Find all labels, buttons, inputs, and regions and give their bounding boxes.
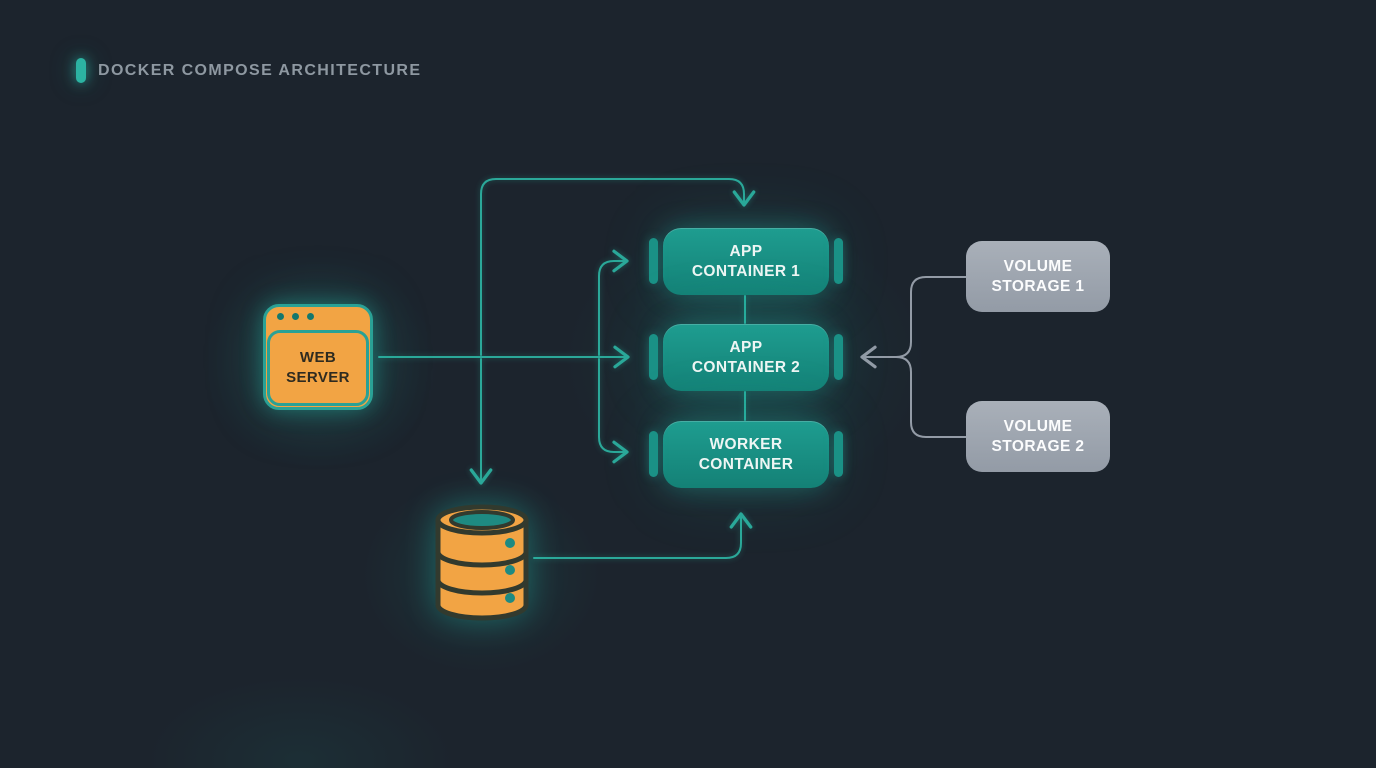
web-server-node: WEB SERVER [263,304,373,410]
database-icon [435,504,529,621]
container-handle-icon [649,238,658,284]
browser-dots-icon [277,313,314,320]
web-server-body: WEB SERVER [267,330,369,406]
container-handle-icon [834,431,843,477]
container-handle-icon [834,238,843,284]
container-label-line2: CONTAINER [698,455,794,473]
arrow-branch-to-worker [598,358,629,464]
browser-dot [292,313,299,320]
volume-label-line1: VOLUME [1003,417,1073,435]
container-handle-icon [649,334,658,380]
arrow-top-loop-to-app1 [480,178,756,356]
container-label-line2: CONTAINER 2 [691,358,801,376]
container-node-worker: WORKER CONTAINER [649,421,843,488]
container-label-line1: APP [729,242,763,260]
title-accent-bar [76,58,86,83]
web-server-label-line1: WEB [299,349,337,366]
connector-volume2-merge [895,356,967,438]
container-node-app-1: APP CONTAINER 1 [649,228,843,295]
header: DOCKER COMPOSE ARCHITECTURE [76,58,421,83]
volume-label-line2: STORAGE 1 [991,277,1085,295]
volume-node-storage-1: VOLUME STORAGE 1 [966,241,1110,312]
page-title: DOCKER COMPOSE ARCHITECTURE [98,61,422,79]
web-server-label-line2: SERVER [286,369,350,386]
volume-label-line1: VOLUME [1003,257,1073,275]
browser-dot [307,313,314,320]
arrow-database-to-worker [533,512,753,559]
volume-label-line2: STORAGE 2 [991,437,1085,455]
container-node-app-2: APP CONTAINER 2 [649,324,843,391]
connector-volume1-merge [895,276,967,358]
container-label-line1: WORKER [709,435,783,453]
container-label-line2: CONTAINER 1 [691,262,801,280]
arrow-branch-to-app1 [598,249,629,356]
container-label-line1: APP [729,338,763,356]
volume-node-storage-2: VOLUME STORAGE 2 [966,401,1110,472]
browser-dot [277,313,284,320]
container-handle-icon [649,431,658,477]
container-handle-icon [834,334,843,380]
